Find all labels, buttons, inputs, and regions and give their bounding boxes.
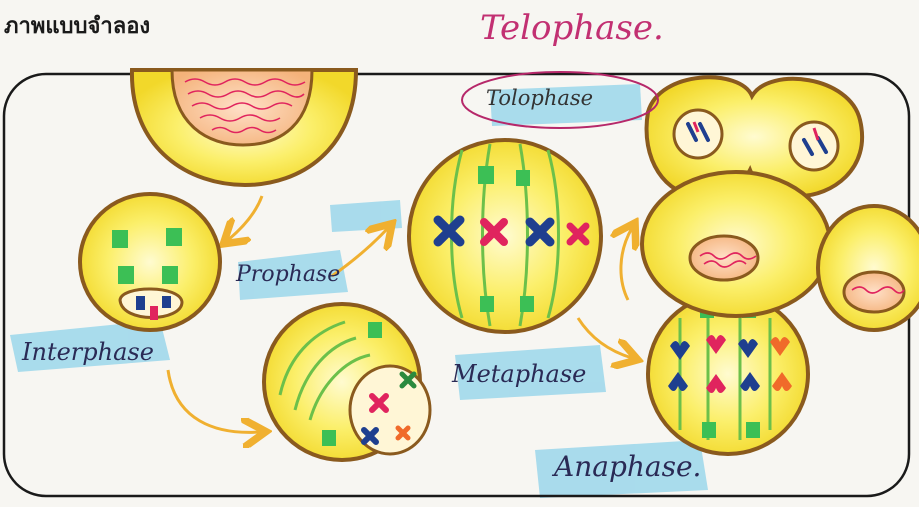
arrow-interphase-to-prophase xyxy=(168,370,260,432)
daughter-cell-small xyxy=(818,206,919,330)
cell-interphase xyxy=(80,194,220,330)
daughter-cell-large xyxy=(642,172,830,316)
tolophase-label: Tolophase xyxy=(486,86,593,110)
page-heading: ภาพแบบจำลอง xyxy=(4,8,150,43)
interphase-label: Interphase xyxy=(22,338,154,366)
arrow-interphase-to-cell xyxy=(228,196,262,240)
prophase-label: Prophase xyxy=(236,262,340,287)
telophase-title: Telophase. xyxy=(480,8,664,48)
cell-prophase xyxy=(264,304,430,460)
arrow-prophase-to-metaphase xyxy=(332,228,388,276)
cell-interphase-top xyxy=(132,70,356,185)
arrow-anaphase-to-telophase xyxy=(621,228,632,300)
cell-anaphase xyxy=(648,294,808,454)
metaphase-label: Metaphase xyxy=(452,360,586,388)
anaphase-label: Anaphase. xyxy=(554,450,701,483)
cell-metaphase xyxy=(409,140,601,332)
